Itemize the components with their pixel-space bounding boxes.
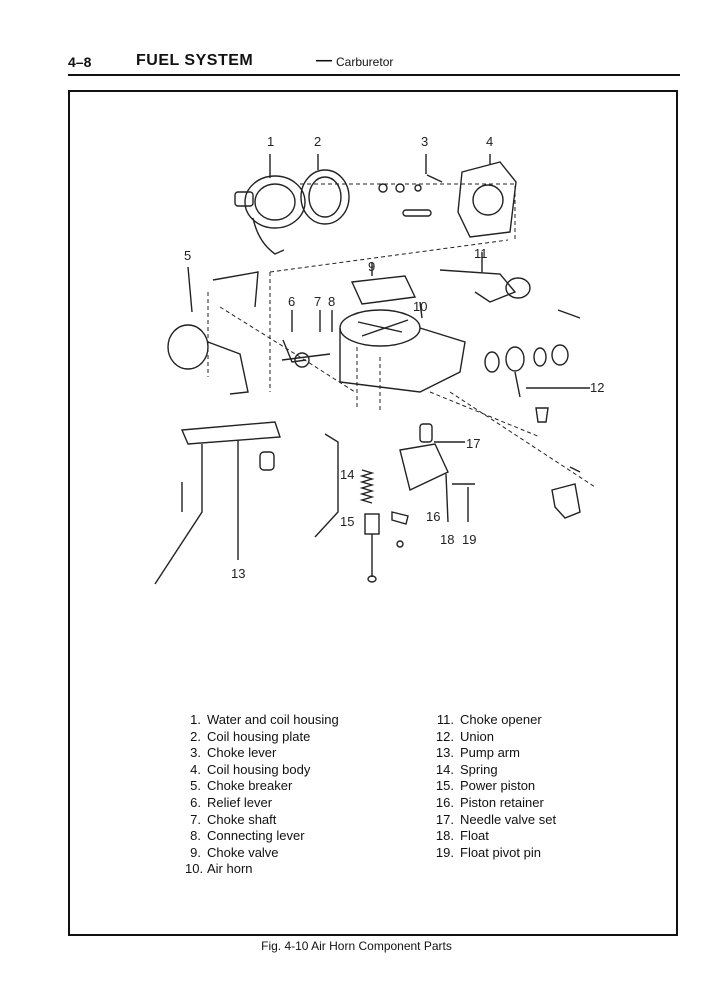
legend-item: 9.Choke valve (190, 844, 279, 860)
legend-item: 8.Connecting lever (190, 828, 305, 844)
legend-item: 1.Water and coil housing (190, 712, 339, 727)
bracket-illustration (535, 407, 581, 519)
float-pivot-pin-illustration (452, 483, 475, 522)
water-and-coil-housing-illustration (234, 154, 306, 255)
subsection-title: Carburetor (336, 55, 394, 69)
callout-13: 13 (231, 566, 246, 581)
legend-item: 18.Float (435, 828, 489, 844)
legend-item: 13.Pump arm (435, 745, 520, 761)
legend-left-column: 1.Water and coil housing 2.Coil housing … (185, 712, 339, 878)
callout-10: 10 (413, 299, 428, 314)
legend-item: 15.Power piston (435, 778, 536, 794)
title-dash: — (316, 52, 332, 69)
legend-item: 7.Choke shaft (190, 811, 277, 827)
coil-housing-plate-illustration (300, 154, 350, 225)
callout-18: 18 (440, 532, 455, 547)
choke-lever-illustration (378, 154, 443, 217)
air-horn-illustration (339, 301, 466, 393)
parts-illustration (154, 154, 596, 585)
callout-19: 19 (462, 532, 477, 547)
callout-5: 5 (184, 248, 192, 263)
callout-16: 16 (426, 509, 441, 524)
section-title: FUEL SYSTEM (136, 52, 254, 69)
legend-item: 3.Choke lever (190, 745, 277, 761)
callout-11: 11 (474, 246, 488, 261)
legend-item: 16.Piston retainer (435, 794, 544, 810)
choke-breaker-illustration (167, 266, 259, 395)
legend-right-column: 11.Choke opener 12.Union 13.Pump arm 14.… (432, 712, 556, 861)
callout-1: 1 (267, 134, 275, 149)
needle-valve-set-illustration (419, 423, 465, 443)
legend-item: 19.Float pivot pin (435, 844, 541, 860)
legend-item: 6.Relief lever (190, 794, 273, 810)
pump-arm-illustration (154, 421, 339, 585)
callout-14: 14 (340, 467, 355, 482)
legend-item: 10.Air horn (185, 861, 253, 877)
legend-item: 12.Union (435, 728, 494, 744)
header-rule (68, 74, 680, 76)
callout-7: 7 (314, 294, 322, 309)
callout-12: 12 (590, 380, 605, 395)
legend-item: 11.Choke opener (436, 712, 542, 727)
callout-6: 6 (288, 294, 296, 309)
choke-valve-illustration (350, 262, 417, 305)
legend-item: 14.Spring (435, 761, 498, 777)
legend-item: 2.Coil housing plate (190, 728, 311, 744)
legend-item: 5.Choke breaker (190, 778, 293, 794)
callout-4: 4 (486, 134, 494, 149)
coil-housing-body-illustration (457, 154, 517, 238)
page-header: 4–8 FUEL SYSTEM — Carburetor (68, 52, 680, 74)
figure-frame: 1 2 3 4 5 6 7 8 9 10 11 12 13 14 15 16 1… (68, 90, 678, 936)
legend-item: 17.Needle valve set (435, 811, 557, 827)
spring-illustration (359, 469, 375, 504)
figure-caption: Fig. 4-10 Air Horn Component Parts (261, 939, 452, 953)
callout-3: 3 (421, 134, 429, 149)
union-illustration (484, 344, 590, 398)
choke-opener-illustration (439, 252, 581, 319)
page-number: 4–8 (68, 54, 92, 70)
callout-2: 2 (314, 134, 322, 149)
callout-15: 15 (340, 514, 355, 529)
callout-9: 9 (368, 259, 376, 274)
exploded-parts-diagram: 1 2 3 4 5 6 7 8 9 10 11 12 13 14 15 16 1… (70, 92, 680, 938)
power-piston-illustration (364, 513, 380, 583)
callout-17: 17 (466, 436, 481, 451)
piston-retainer-illustration (391, 511, 409, 548)
legend-item: 4.Coil housing body (190, 761, 311, 777)
callout-8: 8 (328, 294, 336, 309)
float-illustration (399, 443, 449, 523)
choke-shaft-and-levers-illustration (281, 310, 333, 368)
